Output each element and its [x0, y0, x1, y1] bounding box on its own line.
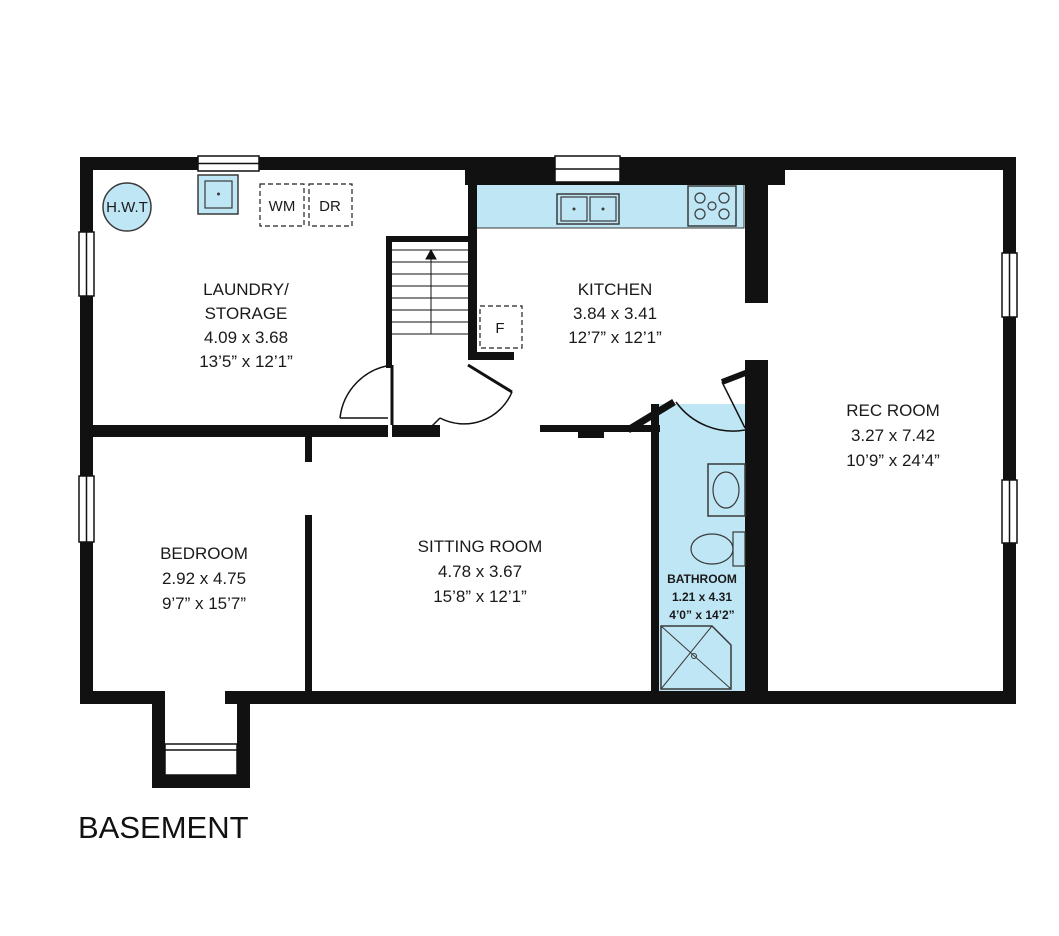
room-name: KITCHEN [578, 280, 653, 299]
room-metric-size: 4.78 x 3.67 [438, 562, 522, 581]
furnace-label: F [495, 320, 504, 337]
furnace-icon [479, 305, 523, 349]
room-rec-room: REC ROOM 3.27 x 7.42 10’9” x 24’4” [846, 401, 940, 470]
room-name: REC ROOM [846, 401, 940, 420]
plan-title: BASEMENT [78, 810, 249, 845]
room-metric-size: 3.84 x 3.41 [573, 304, 657, 323]
dryer-icon [308, 183, 353, 227]
room-imperial-size: 12’7” x 12’1” [568, 328, 662, 347]
laundry-sink-icon [197, 174, 239, 215]
windows [78, 155, 1018, 776]
hot-water-tank-label: H.W.T [106, 199, 148, 216]
room-name: SITTING ROOM [418, 537, 543, 556]
room-kitchen: KITCHEN 3.84 x 3.41 12’7” x 12’1” [568, 280, 662, 347]
doors [339, 363, 746, 432]
room-metric-size: 2.92 x 4.75 [162, 569, 246, 588]
stove-icon [687, 185, 737, 227]
room-name: BEDROOM [160, 544, 248, 563]
shower-icon [660, 625, 732, 690]
stairs [392, 248, 470, 335]
room-imperial-size: 13’5” x 12’1” [199, 352, 293, 371]
room-metric-size: 3.27 x 7.42 [851, 426, 935, 445]
bathroom-sink-icon [707, 463, 746, 517]
dryer-label: DR [319, 198, 341, 215]
room-imperial-size: 10’9” x 24’4” [846, 451, 940, 470]
room-metric-size: 4.09 x 3.68 [204, 328, 288, 347]
washer-icon [259, 183, 305, 227]
room-name: STORAGE [205, 304, 288, 323]
room-bathroom: BATHROOM 1.21 x 4.31 4’0” x 14’2” [667, 572, 737, 622]
room-bedroom: BEDROOM 2.92 x 4.75 9’7” x 15’7” [160, 544, 248, 613]
kitchen-sink-icon [556, 193, 620, 225]
room-laundry-storage: LAUNDRY/ STORAGE 4.09 x 3.68 13’5” x 12’… [199, 280, 293, 371]
room-metric-size: 1.21 x 4.31 [672, 590, 732, 604]
room-name: BATHROOM [667, 572, 737, 586]
room-name: LAUNDRY/ [203, 280, 289, 299]
bath-angled-wall-2 [720, 369, 750, 385]
washer-label: WM [269, 198, 296, 215]
room-sitting-room: SITTING ROOM 4.78 x 3.67 15’8” x 12’1” [418, 537, 543, 606]
toilet-icon [690, 531, 746, 567]
hot-water-tank-icon [102, 182, 152, 232]
room-imperial-size: 15’8” x 12’1” [433, 587, 527, 606]
walls [80, 157, 1016, 788]
room-imperial-size: 4’0” x 14’2” [669, 608, 734, 622]
bath-angled-wall [626, 399, 676, 433]
room-imperial-size: 9’7” x 15’7” [162, 594, 246, 613]
